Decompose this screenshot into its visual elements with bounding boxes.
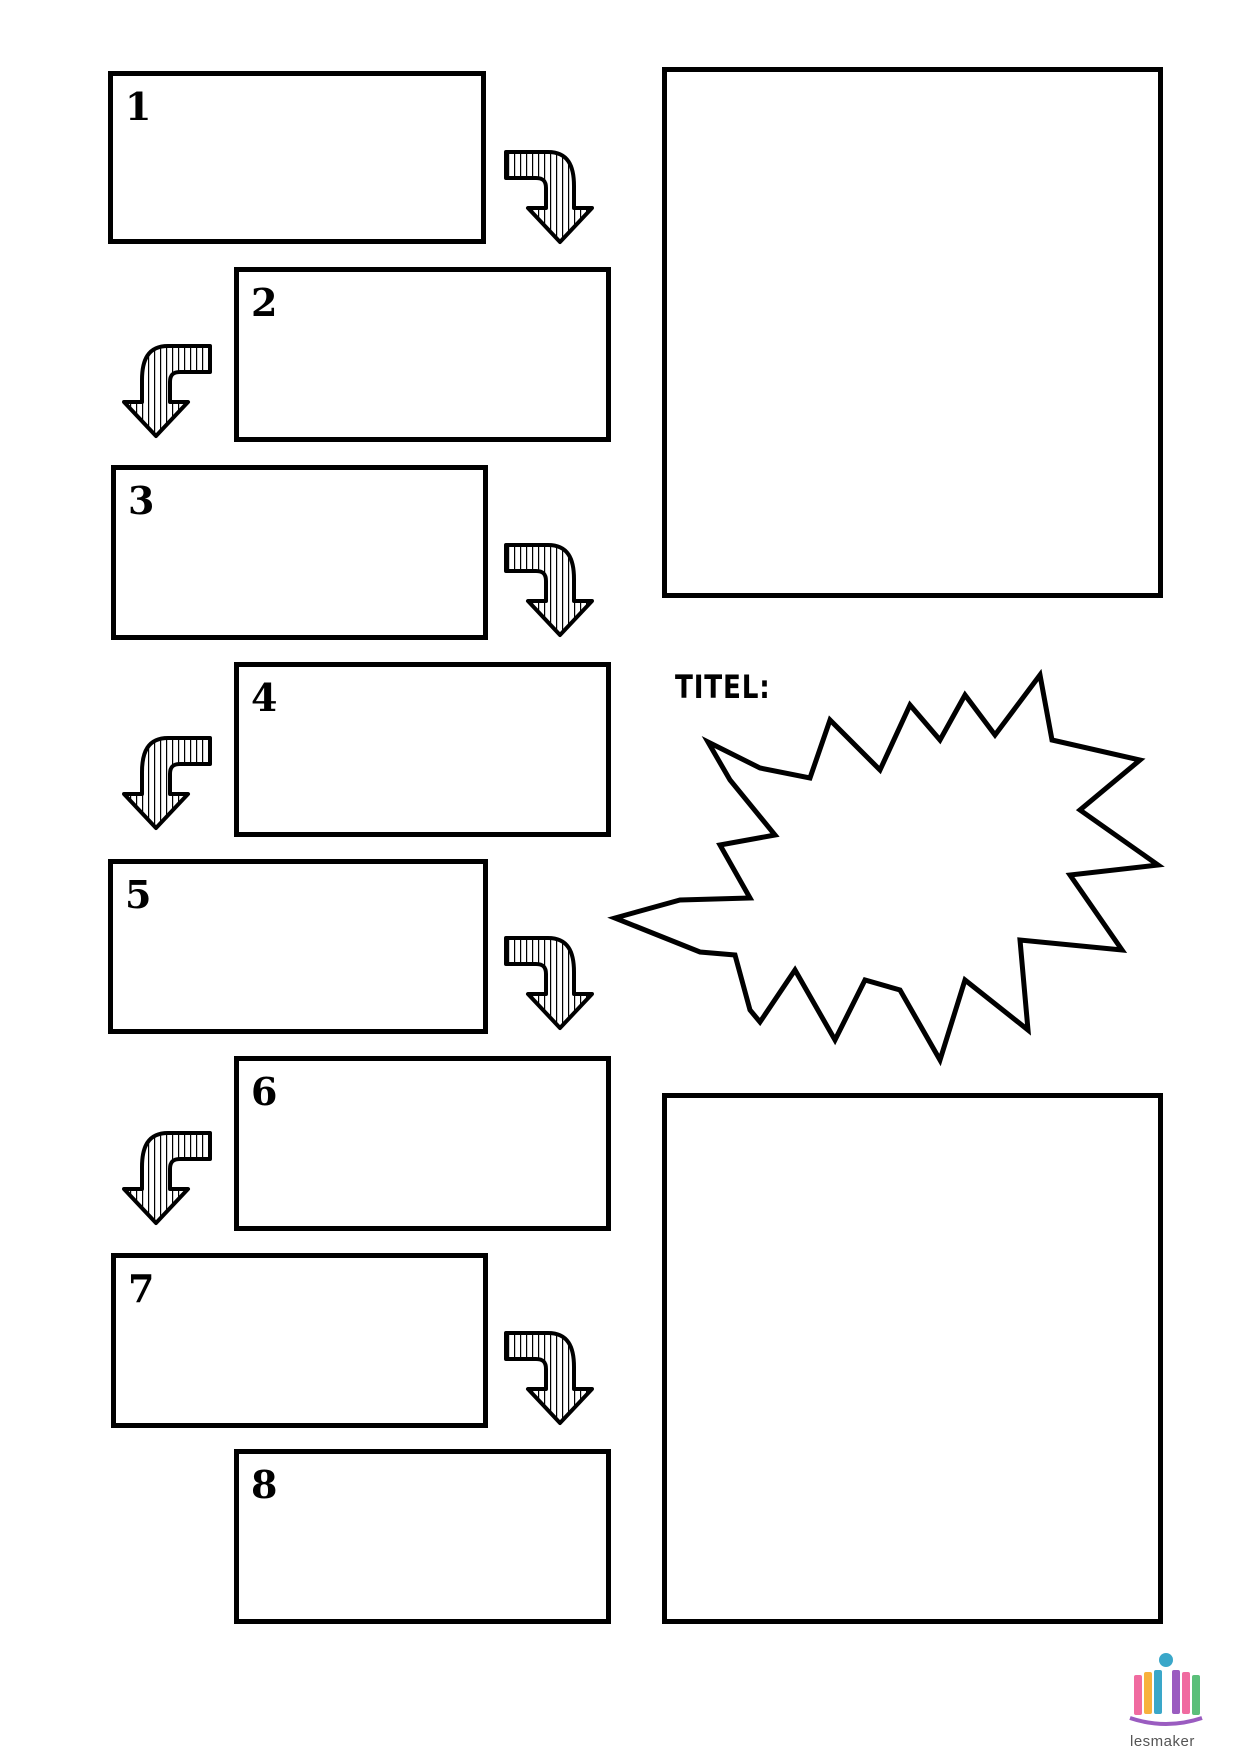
step-number: 2 [251,280,278,325]
step-box-5: 5 [108,859,488,1034]
illustration-frame-top [662,67,1163,598]
step-number: 3 [128,478,155,523]
arrow-right-down-icon [502,535,598,641]
step-box-4: 4 [234,662,611,837]
step-number: 8 [251,1462,278,1507]
step-number: 6 [251,1069,278,1114]
logo-text: lesmaker [1130,1733,1195,1750]
step-box-7: 7 [111,1253,488,1428]
step-box-6: 6 [234,1056,611,1231]
step-box-2: 2 [234,267,611,442]
step-box-8: 8 [234,1449,611,1624]
arrow-left-down-icon [118,728,214,834]
step-number: 4 [251,675,278,720]
step-box-1: 1 [108,71,486,244]
step-number: 1 [125,84,152,129]
arrow-right-down-icon [502,142,598,248]
illustration-frame-bottom [662,1093,1163,1624]
step-box-3: 3 [111,465,488,640]
arrow-right-down-icon [502,1323,598,1429]
title-label: TITEL: [675,668,771,706]
title-burst-shape [607,668,1165,1067]
arrow-left-down-icon [118,1123,214,1229]
lesmaker-logo-icon [1129,1653,1203,1726]
arrow-right-down-icon [502,928,598,1034]
step-number: 5 [125,872,152,917]
step-number: 7 [128,1266,155,1311]
arrow-left-down-icon [118,336,214,442]
